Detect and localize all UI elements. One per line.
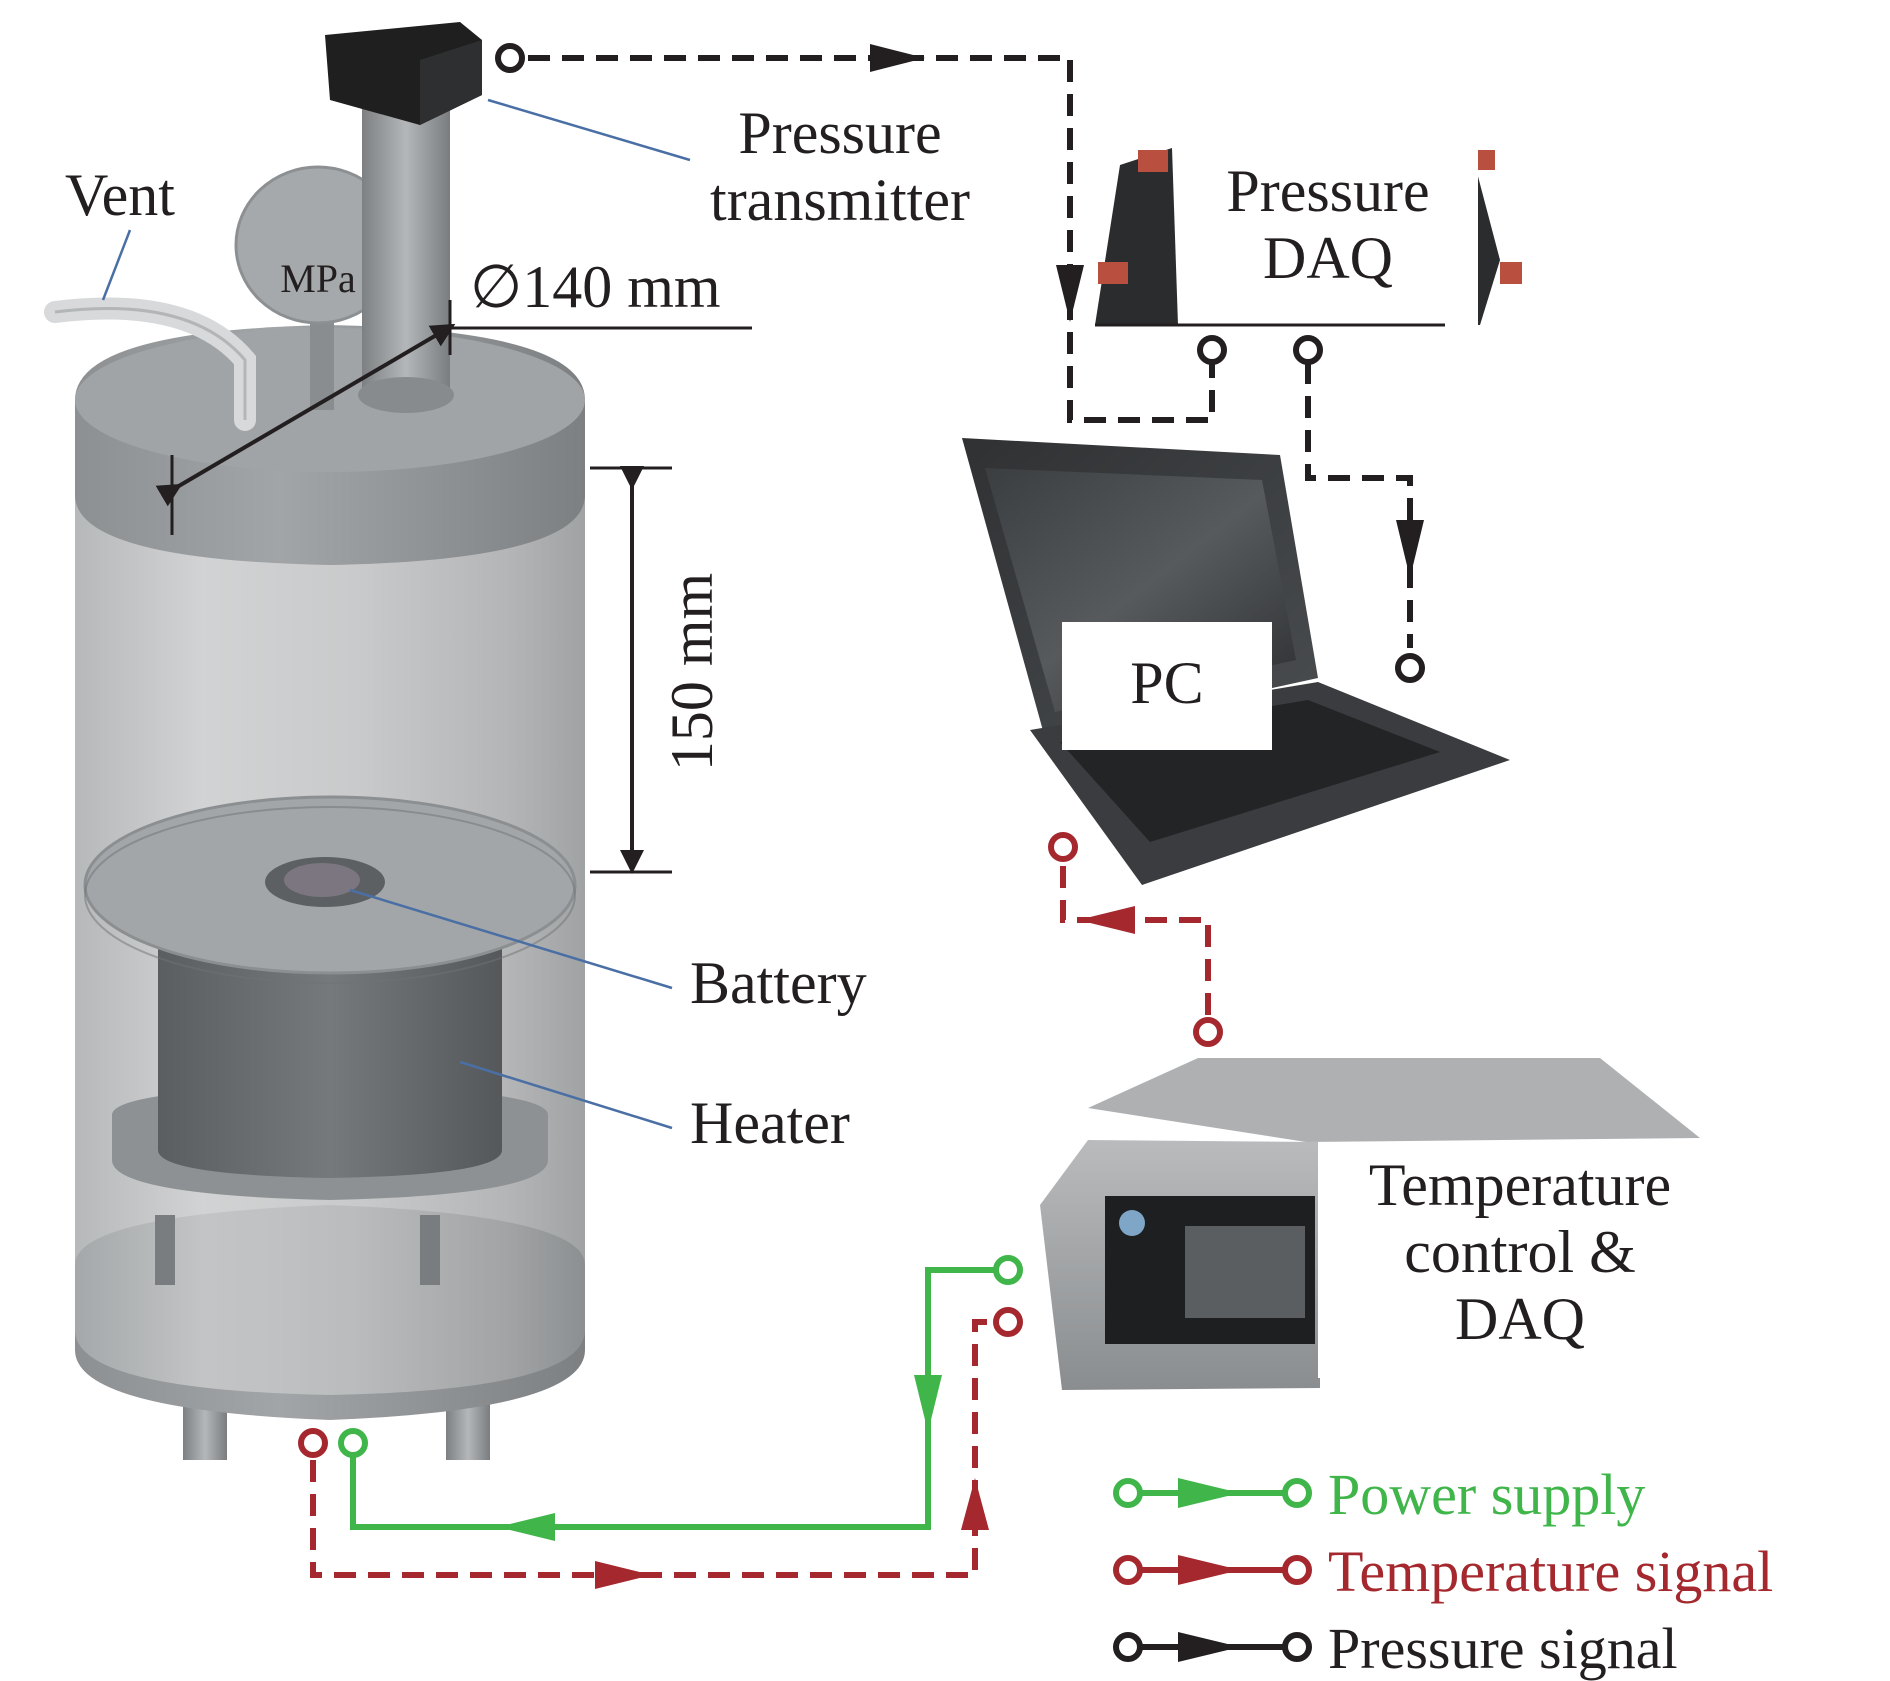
power-arrow-down <box>914 1375 942 1432</box>
pressure-daq-label: Pressure DAQ <box>1188 158 1468 292</box>
height-label: 150 mm <box>659 573 725 771</box>
legend-symbol-pressure <box>1113 1632 1312 1662</box>
battery-plate-rim <box>84 806 576 984</box>
pc-laptop <box>962 438 1510 885</box>
temp-box-top <box>1088 1058 1700 1142</box>
pressure-daq-label-box <box>1178 145 1478 325</box>
temp-control-label-box <box>1318 1142 1710 1378</box>
temperature-arrow-right <box>595 1561 652 1589</box>
terminal-pc-temperature <box>1048 832 1078 862</box>
temperature-control-label: Temperature control & DAQ <box>1325 1152 1715 1354</box>
temperature-control-label-line3: DAQ <box>1455 1286 1585 1353</box>
temperature-control-label-line1: Temperature <box>1368 1152 1672 1218</box>
temp-box-logo <box>1119 1210 1145 1236</box>
vent-label: Vent <box>65 162 175 228</box>
terminal-tbox-power <box>993 1255 1023 1285</box>
terminals <box>298 43 1425 1458</box>
transmitter-leader <box>487 98 691 162</box>
temp-box-screen <box>1185 1226 1305 1318</box>
battery-label: Battery <box>690 950 867 1016</box>
legend-symbol-temperature <box>1113 1555 1312 1585</box>
power-arrow-left <box>498 1513 555 1541</box>
legend-label-pressure: Pressure signal <box>1328 1616 1678 1681</box>
terminal-pdaq-2 <box>1293 335 1323 365</box>
terminal-pc-pressure <box>1395 653 1425 683</box>
terminal-vessel-power <box>338 1428 368 1458</box>
pressure-signal-line-2 <box>1305 362 1413 648</box>
terminal-tbox-pc <box>1193 1017 1223 1047</box>
pressure-arrow-down <box>1056 265 1084 322</box>
height-dimension <box>590 466 672 874</box>
terminal-pdaq-1 <box>1197 335 1227 365</box>
pressure-transmitter-label: Pressure transmitter <box>680 100 1000 234</box>
pressure-daq-device <box>1095 145 1522 327</box>
terminal-transmitter <box>495 43 525 73</box>
pressure-daq-label-line2: DAQ <box>1263 225 1393 292</box>
terminal-vessel-temp <box>298 1428 328 1458</box>
vent-leader <box>101 229 132 301</box>
battery-top <box>284 863 360 897</box>
pc-label: PC <box>1130 650 1204 716</box>
pressure-arrow-down-2 <box>1396 520 1424 578</box>
transmitter-shade <box>420 40 482 125</box>
heater-leader <box>459 1060 673 1130</box>
standoff <box>420 1215 440 1285</box>
temperature-arrow-left <box>1078 906 1135 934</box>
pressure-transmitter-label-line1: Pressure <box>738 100 942 166</box>
temperature-signal-line-1 <box>1060 865 1211 1015</box>
temperature-arrow-up <box>961 1478 989 1530</box>
pressure-daq-label-line1: Pressure <box>1226 158 1430 224</box>
battery-leader <box>349 888 673 990</box>
temperature-control-label-line2: control & <box>1404 1219 1636 1286</box>
pressure-transmitter-label-line2: transmitter <box>710 167 970 234</box>
diameter-label: ∅140 mm <box>470 254 721 320</box>
temperature-control-device <box>1040 1058 1710 1390</box>
pc-label-box <box>1062 622 1272 750</box>
legend-symbol-power <box>1113 1478 1312 1508</box>
heater-label: Heater <box>690 1090 850 1156</box>
pressure-vessel <box>44 22 585 1460</box>
legend-label-power: Power supply <box>1328 1462 1646 1527</box>
terminal-tbox-temp <box>993 1307 1023 1337</box>
temperature-signal-line-2 <box>310 1319 1002 1578</box>
leader-lines <box>101 98 691 1130</box>
power-supply-line <box>350 1267 1002 1530</box>
heater <box>158 945 502 1178</box>
gauge-unit-label: MPa <box>280 256 356 301</box>
pressure-arrow-right <box>870 44 925 72</box>
legend-label-temperature: Temperature signal <box>1328 1539 1774 1604</box>
standoff <box>155 1215 175 1285</box>
diameter-dimension <box>155 300 752 535</box>
transmitter-stem-base <box>358 377 454 413</box>
